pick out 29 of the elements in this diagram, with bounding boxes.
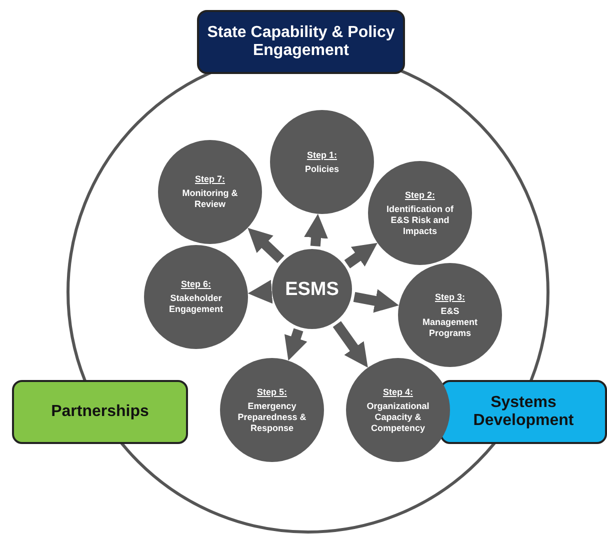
step-heading: Step 2: bbox=[404, 190, 435, 200]
node-label: State Capability & Policy Engagement bbox=[206, 24, 396, 60]
step-title: Monitoring & Review bbox=[181, 188, 239, 210]
step-heading: Step 3: bbox=[434, 292, 465, 302]
block-arrow bbox=[344, 242, 378, 268]
block-arrow bbox=[353, 289, 399, 313]
block-arrow bbox=[284, 328, 308, 361]
rounded-box bbox=[12, 380, 188, 444]
step-heading: Step 6: bbox=[180, 279, 211, 290]
step-heading: Step 7: bbox=[194, 174, 225, 185]
step-title: Emergency Preparedness & Response bbox=[236, 400, 308, 434]
node-label: Partnerships bbox=[51, 403, 149, 421]
step-heading: Step 4: bbox=[382, 386, 413, 398]
step-heading: Step 1: bbox=[306, 150, 337, 160]
step-title: Identification of E&S Risk and Impacts bbox=[386, 204, 454, 236]
block-arrow bbox=[248, 228, 284, 263]
node-label: ESMS bbox=[285, 284, 339, 294]
step-heading: Step 5: bbox=[256, 386, 287, 398]
step-title: Organizational Capacity & Competency bbox=[366, 400, 430, 434]
step-title: E&S Management Programs bbox=[421, 306, 478, 338]
block-arrow bbox=[248, 280, 273, 304]
block-arrow bbox=[304, 214, 328, 247]
block-arrow bbox=[332, 321, 368, 368]
rounded-box bbox=[440, 380, 607, 444]
step-title: Policies bbox=[304, 164, 340, 174]
rounded-box bbox=[197, 10, 405, 74]
step-title: Stakeholder Engagement bbox=[168, 293, 224, 315]
step-circle bbox=[272, 249, 352, 329]
node-label: Systems Development bbox=[472, 394, 575, 430]
